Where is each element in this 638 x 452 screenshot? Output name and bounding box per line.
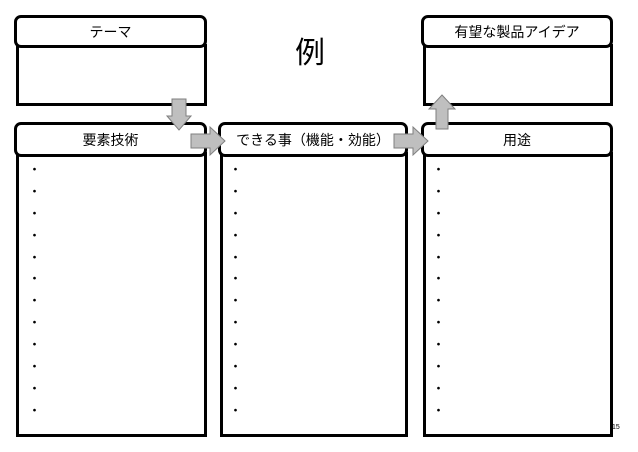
tech-bullet-list: ・ ・ ・ ・ ・ ・ ・ ・ ・ ・ ・ ・: [28, 160, 41, 423]
bullet-item: ・: [229, 338, 243, 354]
capability-header: できる事（機能・効能）: [218, 122, 408, 157]
bullet-item: ・: [28, 316, 42, 332]
bullet-item: ・: [229, 403, 243, 419]
bullet-item: ・: [432, 294, 446, 310]
bullet-item: ・: [28, 360, 42, 376]
bullet-item: ・: [229, 272, 243, 288]
bullet-item: ・: [28, 381, 42, 397]
bullet-item: ・: [28, 228, 42, 244]
application-bullet-list: ・ ・ ・ ・ ・ ・ ・ ・ ・ ・ ・ ・: [432, 160, 445, 423]
bullet-item: ・: [229, 184, 243, 200]
bullet-item: ・: [432, 228, 446, 244]
theme-content-box[interactable]: [16, 44, 207, 106]
idea-label: 有望な製品アイデア: [454, 24, 580, 41]
bullet-item: ・: [229, 206, 243, 222]
theme-label: テーマ: [89, 24, 132, 41]
bullet-item: ・: [28, 184, 42, 200]
bullet-item: ・: [432, 272, 446, 288]
bullet-item: ・: [432, 206, 446, 222]
bullet-item: ・: [28, 163, 42, 178]
tech-content-box[interactable]: [16, 152, 207, 437]
bullet-item: ・: [432, 163, 446, 178]
bullet-item: ・: [28, 272, 42, 288]
bullet-item: ・: [432, 381, 446, 397]
down-arrow-icon: [165, 98, 193, 131]
bullet-item: ・: [28, 206, 42, 222]
theme-header: テーマ: [14, 15, 207, 48]
bullet-item: ・: [432, 403, 446, 419]
bullet-item: ・: [229, 316, 243, 332]
bullet-item: ・: [28, 250, 42, 266]
tech-label: 要素技術: [82, 132, 139, 149]
bullet-item: ・: [229, 228, 243, 244]
application-content-box[interactable]: [423, 152, 613, 437]
application-header: 用途: [421, 122, 613, 157]
bullet-item: ・: [432, 338, 446, 354]
bullet-item: ・: [28, 403, 42, 419]
application-label: 用途: [503, 132, 531, 149]
bullet-item: ・: [432, 316, 446, 332]
bullet-item: ・: [229, 163, 243, 178]
up-arrow-icon: [427, 94, 457, 130]
bullet-item: ・: [229, 294, 243, 310]
bullet-item: ・: [229, 360, 243, 376]
tech-header: 要素技術: [14, 122, 207, 157]
idea-header: 有望な製品アイデア: [421, 15, 613, 48]
capability-label: できる事（機能・効能）: [236, 132, 390, 149]
bullet-item: ・: [28, 338, 42, 354]
bullet-item: ・: [229, 250, 243, 266]
slide-title: 例: [295, 36, 325, 71]
capability-content-box[interactable]: [220, 152, 408, 437]
right-arrow-icon: [393, 125, 429, 157]
bullet-item: ・: [432, 184, 446, 200]
bullet-item: ・: [28, 294, 42, 310]
bullet-item: ・: [432, 360, 446, 376]
bullet-item: ・: [432, 250, 446, 266]
bullet-item: ・: [229, 381, 243, 397]
page-number: 15: [612, 424, 620, 431]
capability-bullet-list: ・ ・ ・ ・ ・ ・ ・ ・ ・ ・ ・ ・: [229, 160, 242, 423]
right-arrow-icon: [190, 125, 226, 157]
